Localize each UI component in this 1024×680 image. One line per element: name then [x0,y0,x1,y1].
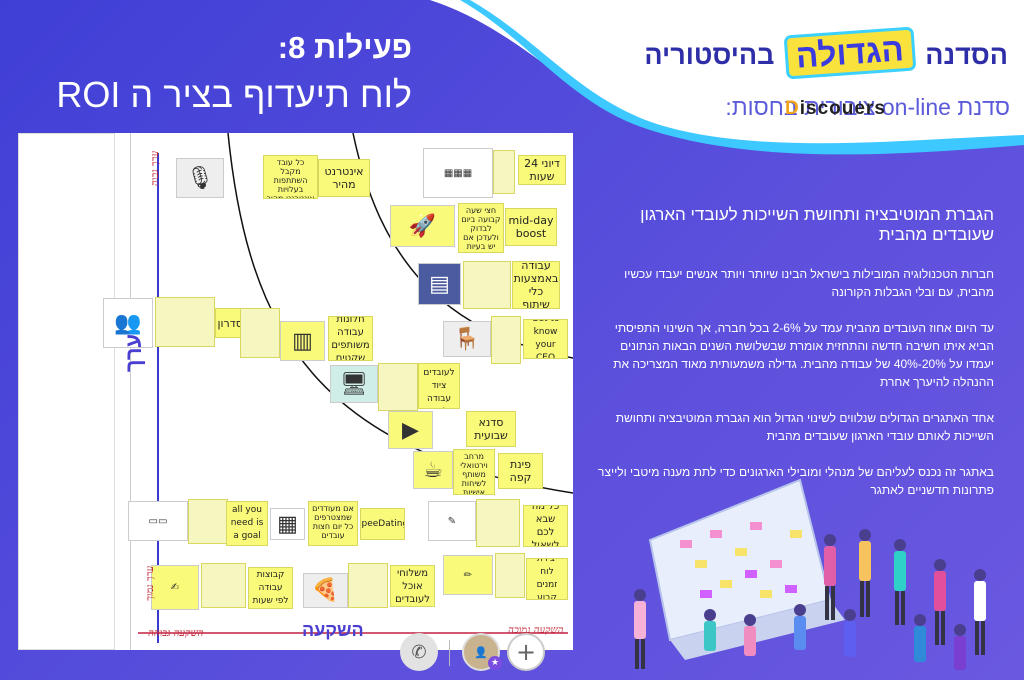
controls-divider [449,640,450,666]
content-heading: הגברת המוטיבציה ותחושת השייכות לעובדי הא… [640,205,994,244]
sticky-equipment-desc [378,363,418,411]
brand-prefix: הסדנה [925,40,1008,70]
sticky-schedule[interactable]: יצירת לוח זמנים קבוע [526,558,568,600]
sticky-work-tools[interactable]: עבודה באמצעות כלי שיתוף [512,261,560,309]
sticky-board-thumb-icon: ▦▦▦ [423,148,493,198]
handwriting-note-icon: ✍ [151,565,199,610]
sticky-speed-desc[interactable]: אם מעודדים שמצטרפים כל יום חצות עובדים [308,501,358,546]
sticky-equipment[interactable]: לספק לעובדים ציוד עבודה לבית [418,363,460,409]
sticky-groups-desc [201,563,246,608]
activity-title-line1: פעילות 8: [277,30,412,65]
board-side-strip [18,133,115,650]
sticky-mentor-desc [155,297,215,347]
screen-icon: ▤ [418,263,461,305]
sticky-groups[interactable]: קבוצות עבודה לפי שעות [248,567,293,609]
sticky-shared-spaces[interactable]: חלונות עבודה משותפים שקטים [328,316,373,361]
hand-low-value: ערך נמוך [145,565,157,602]
pizza-icon: 🍕 [303,573,348,608]
sticky-meals[interactable]: משלוחי אוכל לעובדים [390,565,435,607]
cards-icon: ▥ [280,321,325,361]
activity-title: פעילות 8: לוח תיעדוף בציר ה ROI [56,30,412,116]
sticky-askall-desc [476,499,520,547]
hand-high-value: ערך גבוה [150,150,162,187]
content-p3: אחד האתגרים הגדולים שנלווים לשינוי הגדול… [615,411,994,443]
star-badge-icon: ★ [488,656,502,670]
discouers-logo: Discouers [785,98,886,119]
sticky-meals-desc [348,563,388,608]
plus-icon[interactable]: + [507,633,545,671]
sticky-ceo-desc [491,316,521,364]
axis-value: ערך [121,333,147,373]
sticky-shared-desc [240,308,280,358]
sticky-askall[interactable]: כל מה שבא לכם לשאול [523,505,568,547]
sticky-internet[interactable]: אינטרנט מהיר [318,159,370,197]
content-panel: הגברת המוטיבציה ותחושת השייכות לעובדי הא… [594,205,994,517]
calendar-icon: ▦ [270,508,305,540]
sticky-get-to-know[interactable]: Get to know your CEO [523,319,568,359]
sticky-coffee[interactable]: פינת קפה [498,453,543,489]
sticky-allyou-desc [188,499,228,544]
sticky-speed[interactable]: speeDating [360,508,405,540]
chair-icon: 🪑 [443,321,491,357]
doodle-icon: ✏ [443,555,493,595]
desk-icon: 🖥 [330,365,378,403]
brand-subtitle: סדנת on-line ציבורית בחסות: [725,94,1010,120]
video-icon: ▶ [388,411,433,449]
header-brand: הסדנה הגדולה בהיסטוריה סדנת on-line ציבו… [592,10,1012,130]
podcast-icon: 🎙 [176,158,224,198]
team-icon: 👥 [103,298,153,348]
sticky-tools-desc [463,261,511,309]
sticky-days24-desc [493,150,515,194]
brand-title: הסדנה הגדולה בהיסטוריה [644,29,1008,77]
hand-low-invest: השקעה נמוכה [508,625,564,636]
brand-big-word: הגדולה [786,29,913,77]
note-sketch-icon: ▭▭ [128,501,188,541]
activity-title-line2: לוח תיעדוף בציר ה ROI [56,74,412,115]
sticky-schedule-desc [495,553,525,598]
sticky-allyou[interactable]: all you need is a goal [226,501,268,546]
sticky-midday[interactable]: mid-day boost [505,208,557,246]
axis-investment: השקעה [302,620,364,640]
hand-high-invest: השקעה גבוהה [148,628,204,639]
board-separator [130,133,131,650]
sticky-coffee-desc[interactable]: מרחב וירטואלי משותף לשיחות אישיות [453,449,495,495]
brand-suffix: בהיסטוריה [644,40,775,70]
rocket-icon: 🚀 [390,205,455,247]
content-p2: עד היום אחוז העובדים מהבית עמד על 2-6% ב… [613,321,994,389]
handwriting-icon: ✎ [428,501,476,541]
roi-board[interactable]: כל עובד מקבל השתתפות בעלויות אינטרנט מהי… [18,133,573,650]
phone-icon[interactable]: ✆ [400,633,438,671]
sticky-internet-desc[interactable]: כל עובד מקבל השתתפות בעלויות אינטרנט מהי… [263,155,318,199]
content-p4: באתגר זה נכנס לעליהם של מנהלי ומובילי הא… [598,465,994,497]
content-p1: חברות הטכנולוגיה המובילות בישראל הבינו ש… [624,267,994,299]
coffee-icon: ☕ [413,451,453,489]
sticky-days24[interactable]: דיוני 24 שעות [518,155,566,185]
sticky-weekly[interactable]: סדנא שבועית [466,411,516,447]
sticky-midday-desc[interactable]: חצי שעה קבועה ביום לבדוק ולעדכן אם יש בע… [458,203,504,253]
team-board-illustration [634,478,986,670]
